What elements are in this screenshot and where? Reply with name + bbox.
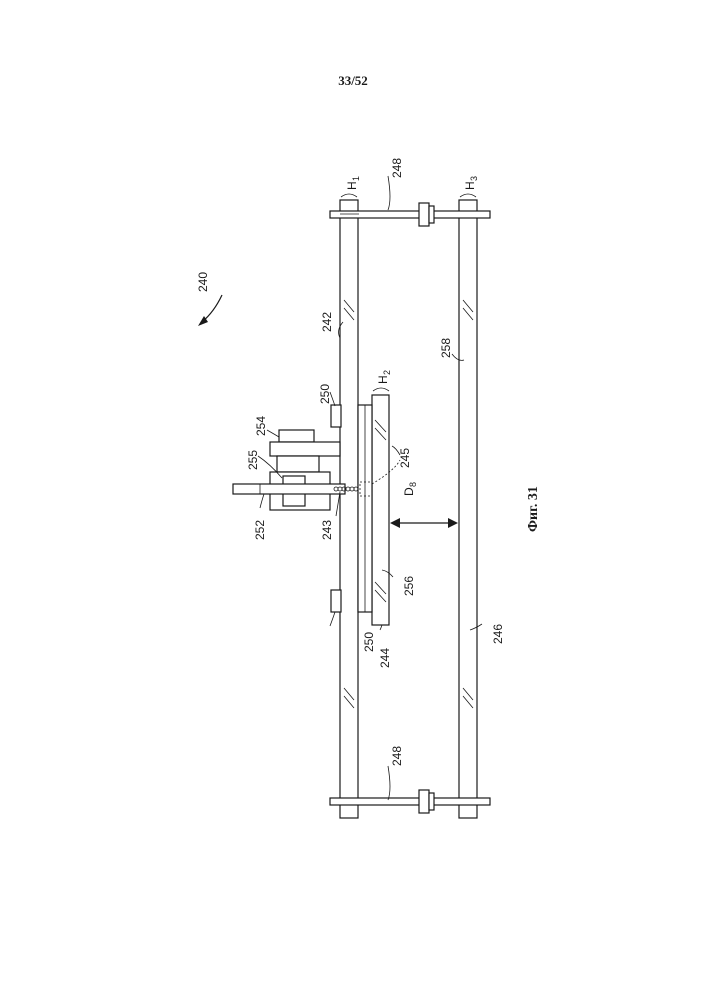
shaft-252 xyxy=(233,484,345,494)
label-h1: H 1 xyxy=(345,176,361,190)
figure-caption: Фиг. 31 xyxy=(526,486,541,532)
label-d8: D 8 xyxy=(402,482,418,496)
label-250-bottom: 250 xyxy=(362,632,376,652)
label-256: 256 xyxy=(402,576,416,596)
label-h2: H 2 xyxy=(376,370,392,384)
svg-text:8: 8 xyxy=(408,482,418,487)
label-258: 258 xyxy=(439,338,453,358)
label-248-bottom: 248 xyxy=(390,746,404,766)
motor-assembly-254 xyxy=(270,430,340,510)
label-250-top: 250 xyxy=(318,384,332,404)
label-246: 246 xyxy=(491,624,505,644)
bracket-h2 xyxy=(373,388,389,391)
svg-text:H: H xyxy=(345,181,359,190)
label-h3: H 3 xyxy=(463,176,479,190)
leader-252 xyxy=(260,494,264,508)
label-243: 243 xyxy=(320,520,334,540)
svg-text:H: H xyxy=(376,375,390,384)
upper-plate-242 xyxy=(340,200,358,818)
label-255: 255 xyxy=(246,450,260,470)
leader-243 xyxy=(336,492,340,516)
leader-248-top xyxy=(388,176,390,210)
leader-244 xyxy=(380,625,382,630)
label-240: 240 xyxy=(196,272,210,292)
assembly-arrow-240 xyxy=(198,295,222,326)
svg-text:D: D xyxy=(402,487,416,496)
dimension-d8-arrow xyxy=(390,518,458,528)
leader-248-bottom xyxy=(388,766,390,800)
svg-text:3: 3 xyxy=(469,176,479,181)
bracket-h1 xyxy=(341,194,357,197)
label-242: 242 xyxy=(320,312,334,332)
label-254: 254 xyxy=(254,416,268,436)
leader-250-bottom xyxy=(330,612,335,626)
spacer-250-bottom xyxy=(331,590,341,612)
page-number: 33/52 xyxy=(338,73,368,88)
svg-text:2: 2 xyxy=(382,370,392,375)
label-248-top: 248 xyxy=(390,158,404,178)
label-245: 245 xyxy=(398,448,412,468)
leader-254 xyxy=(267,430,279,437)
label-244: 244 xyxy=(378,648,392,668)
label-252: 252 xyxy=(253,520,267,540)
middle-plate-244 xyxy=(372,395,389,625)
disk-256 xyxy=(358,405,372,612)
svg-text:1: 1 xyxy=(351,176,361,181)
spacer-250-top xyxy=(331,405,341,427)
bracket-h3 xyxy=(460,194,476,197)
lower-plate-246 xyxy=(459,200,477,818)
svg-text:H: H xyxy=(463,181,477,190)
